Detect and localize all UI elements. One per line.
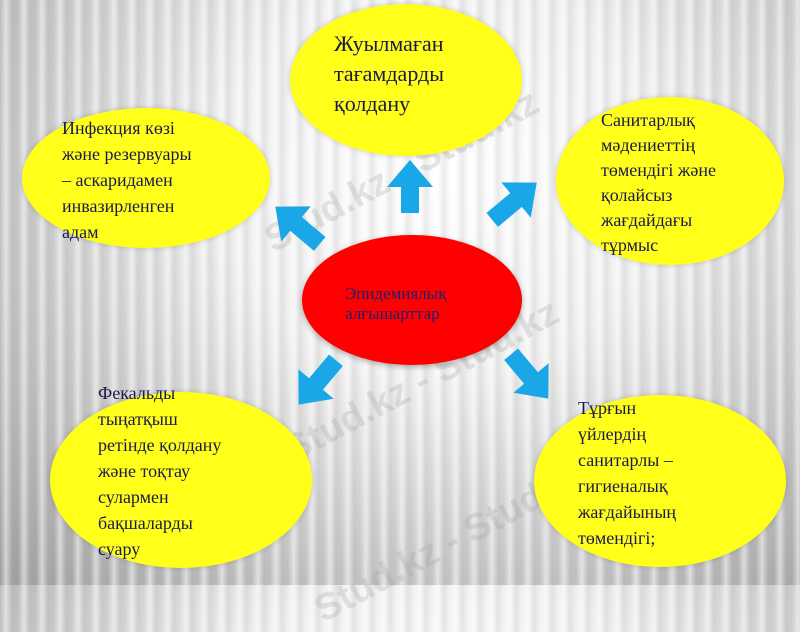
node-left-lower bbox=[50, 392, 312, 568]
center-node-label: Эпидемиялық алғышарттар bbox=[345, 284, 447, 323]
arrow-up-icon bbox=[387, 160, 433, 213]
node-right-lower bbox=[534, 395, 786, 567]
arrow-up-right-icon bbox=[486, 182, 537, 227]
arrow-down-left-icon bbox=[298, 354, 343, 405]
node-left-lower-label: Фекальды тыңатқыш ретінде қолдану және т… bbox=[98, 383, 222, 559]
node-right-lower-label: Тұрғын үйлердің санитарлы – гигиеналық ж… bbox=[578, 398, 677, 548]
diagram-canvas: Stud.kz - Stud.kz Stud.kz - Stud.kz Stud… bbox=[22, 4, 786, 631]
node-left-upper bbox=[22, 108, 270, 248]
arrow-up-left-icon bbox=[275, 206, 326, 251]
node-top-label: Жуылмаған тағамдарды қолдану bbox=[334, 31, 444, 116]
node-right-upper-label: Санитарлық мәдениеттің төмендігі және қо… bbox=[601, 110, 716, 255]
center-node bbox=[302, 235, 522, 365]
arrows-layer bbox=[275, 160, 549, 405]
node-top bbox=[290, 4, 522, 156]
arrow-down-right-icon bbox=[504, 348, 549, 399]
node-left-upper-label: Инфекция көзі және резервуары – аскарида… bbox=[62, 118, 192, 242]
node-right-upper bbox=[556, 97, 784, 265]
